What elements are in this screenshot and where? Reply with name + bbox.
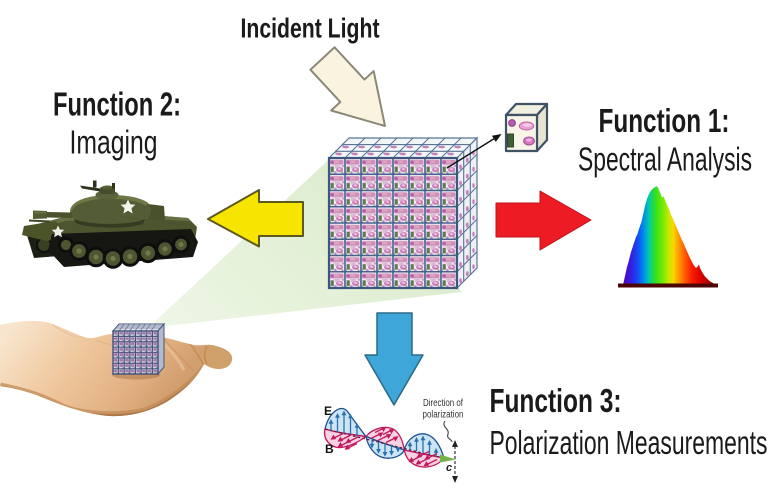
svg-text:Spectral Analysis: Spectral Analysis (578, 142, 752, 179)
svg-text:Imaging: Imaging (70, 123, 158, 160)
svg-text:Function 2:: Function 2: (53, 86, 181, 123)
svg-text:polarization: polarization (423, 410, 464, 421)
svg-text:Direction of: Direction of (423, 398, 463, 409)
svg-text:Function 1:: Function 1: (599, 102, 730, 139)
svg-text:Function 3:: Function 3: (490, 382, 622, 419)
svg-text:E: E (324, 404, 332, 418)
svg-text:c: c (446, 462, 452, 474)
svg-text:Incident Light: Incident Light (241, 13, 380, 44)
svg-text:Polarization Measurements: Polarization Measurements (490, 425, 768, 462)
svg-text:B: B (325, 442, 334, 456)
